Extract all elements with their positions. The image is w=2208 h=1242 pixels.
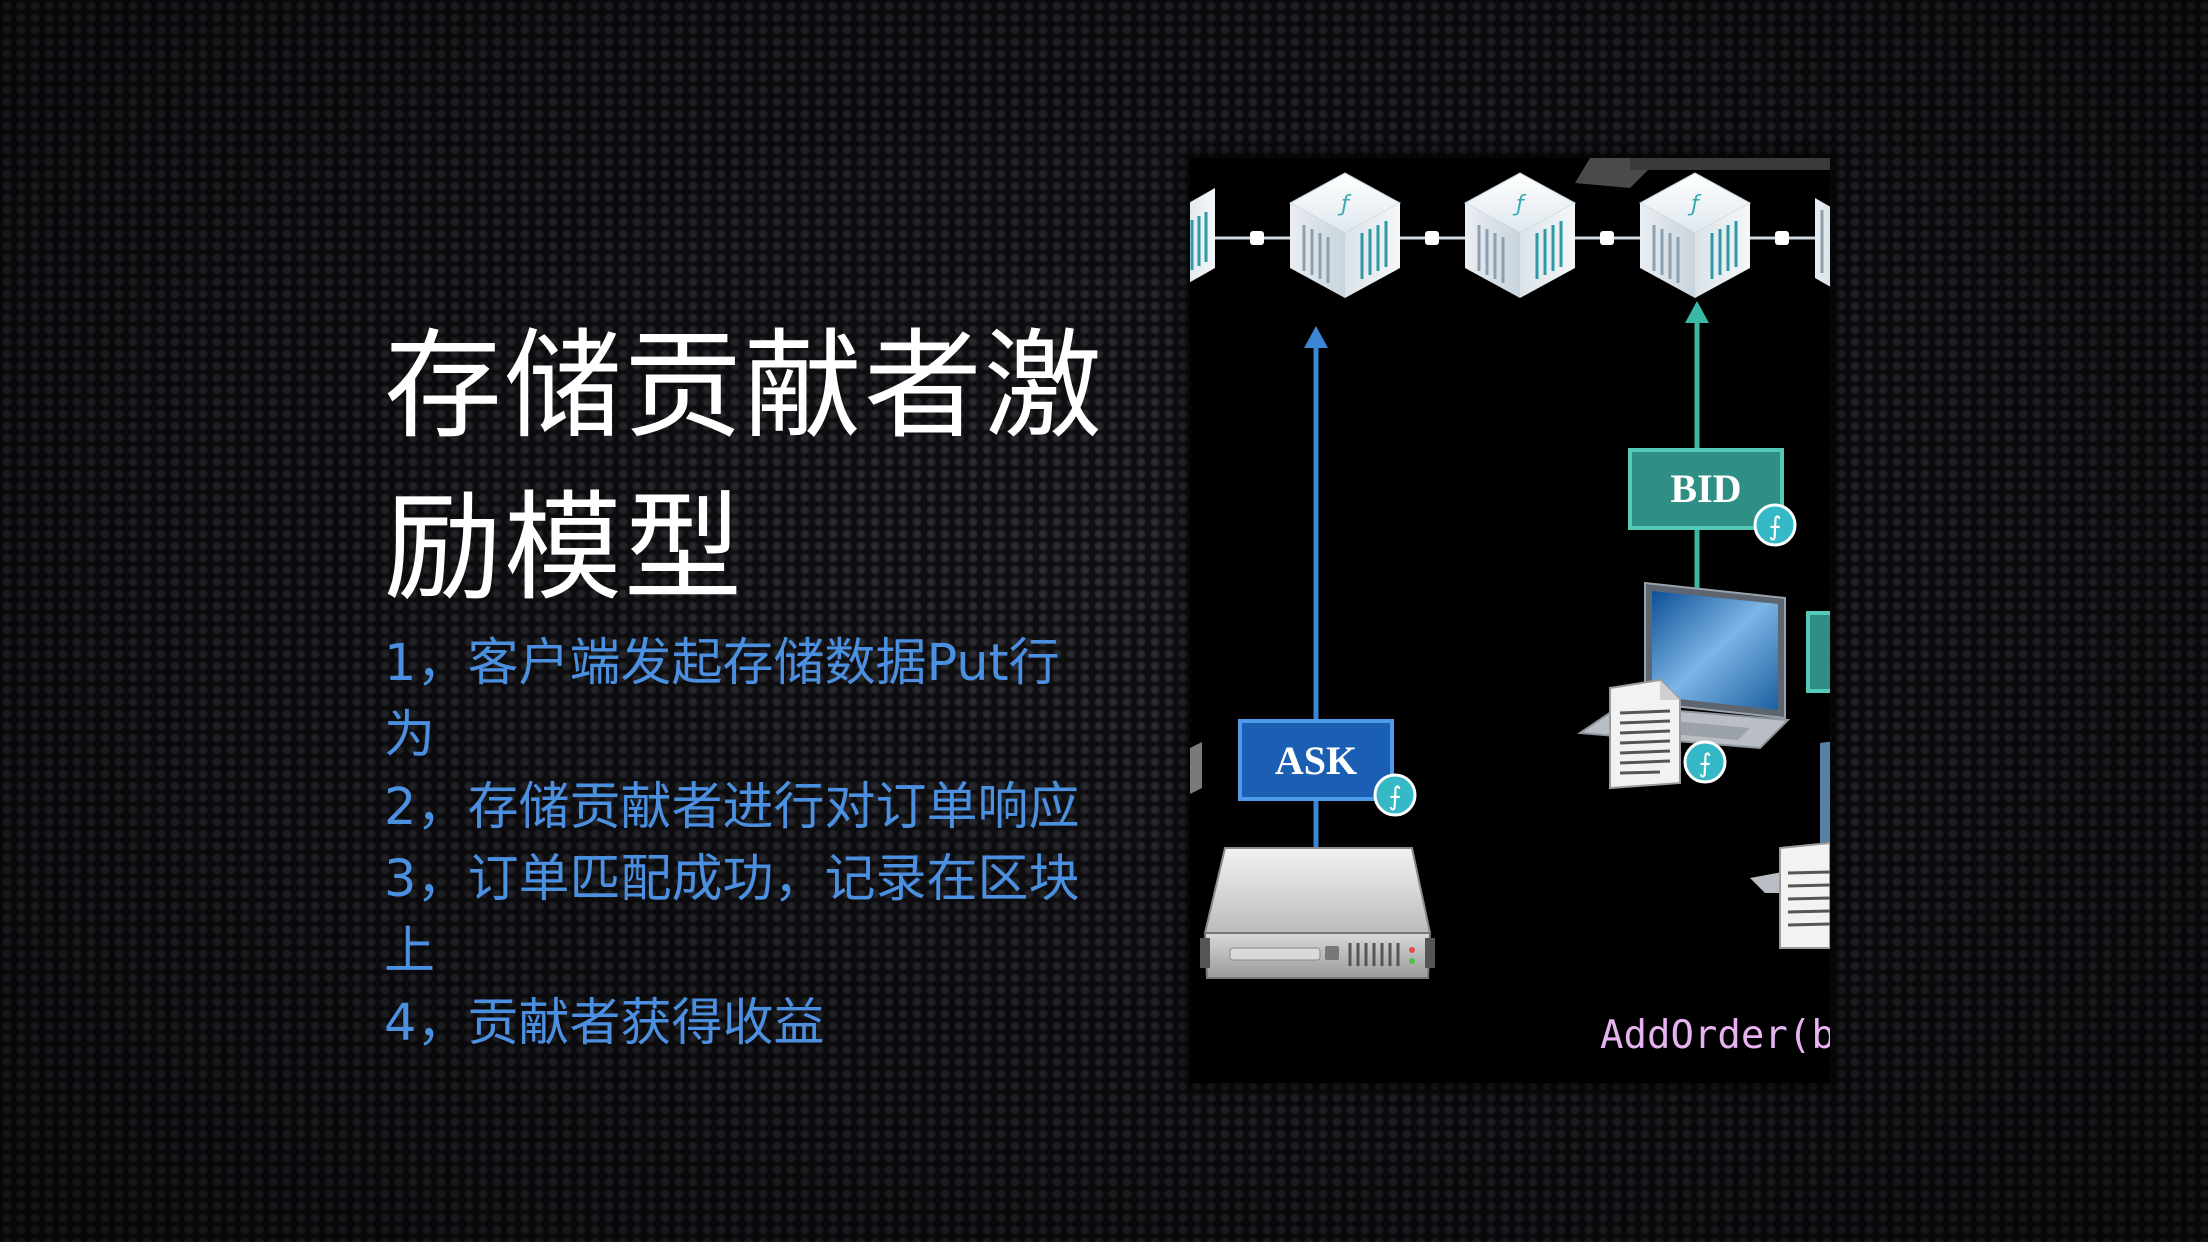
bullet-item-1: 1，客户端发起存储数据Put行 为 — [384, 628, 1104, 772]
bullet-list: 1，客户端发起存储数据Put行 为 2，存储贡献者进行对订单响应 3，订单匹配成… — [384, 628, 1104, 1060]
bullet-item-2-line-1: 2，存储贡献者进行对订单响应 — [384, 778, 1080, 837]
title-line-2: 励模型 — [384, 479, 745, 617]
svg-text:⨍: ⨍ — [1768, 512, 1782, 542]
bullet-item-1-line-1: 1，客户端发起存储数据Put行 — [384, 634, 1060, 693]
partial-label — [1806, 611, 1830, 693]
bullet-item-1-line-2: 为 — [384, 706, 436, 765]
filecoin-token-icon: ⨍ — [1683, 740, 1727, 784]
document-icon — [1779, 841, 1830, 949]
storage-market-figure: ƒ ƒ ƒ — [1190, 158, 1830, 1083]
ask-label: ASK — [1238, 719, 1394, 801]
title-line-1: 存储贡献者激 — [384, 317, 1105, 455]
code-snippet: AddOrder(b — [1600, 1013, 1830, 1058]
bullet-item-3-line-1: 3，订单匹配成功，记录在区块 — [384, 850, 1080, 909]
bullet-item-3: 3，订单匹配成功，记录在区块 上 — [384, 844, 1104, 988]
blockchain-block-icon: ƒ — [1288, 172, 1402, 298]
bid-arrow — [1685, 301, 1709, 588]
document-icon — [1609, 678, 1681, 790]
ask-label-text: ASK — [1275, 738, 1357, 783]
blockchain-block-icon: ƒ — [1463, 172, 1577, 298]
filecoin-token-icon: ⨍ — [1753, 503, 1797, 547]
bid-label-text: BID — [1670, 466, 1741, 511]
blockchain-block-icon — [1815, 198, 1830, 287]
slide-title: 存储贡献者激 励模型 — [384, 305, 1104, 629]
svg-text:ƒ: ƒ — [1687, 192, 1702, 217]
bullet-item-3-line-2: 上 — [384, 922, 436, 981]
laptop-icon — [1577, 581, 1791, 750]
bullet-item-4: 4，贡献者获得收益 — [384, 988, 1104, 1060]
svg-text:ƒ: ƒ — [1512, 192, 1527, 217]
blockchain-block-icon: ƒ — [1638, 172, 1752, 298]
filecoin-token-icon: ⨍ — [1373, 773, 1417, 817]
bullet-item-2: 2，存储贡献者进行对订单响应 — [384, 772, 1104, 844]
bullet-item-4-line-1: 4，贡献者获得收益 — [384, 994, 825, 1053]
svg-text:⨍: ⨍ — [1388, 782, 1402, 812]
blockchain-block-icon — [1190, 188, 1215, 283]
server-icon — [1200, 847, 1435, 979]
svg-text:ƒ: ƒ — [1337, 192, 1352, 217]
svg-text:⨍: ⨍ — [1698, 749, 1712, 779]
ask-arrow — [1304, 326, 1328, 848]
cable-bar — [1630, 158, 1830, 170]
